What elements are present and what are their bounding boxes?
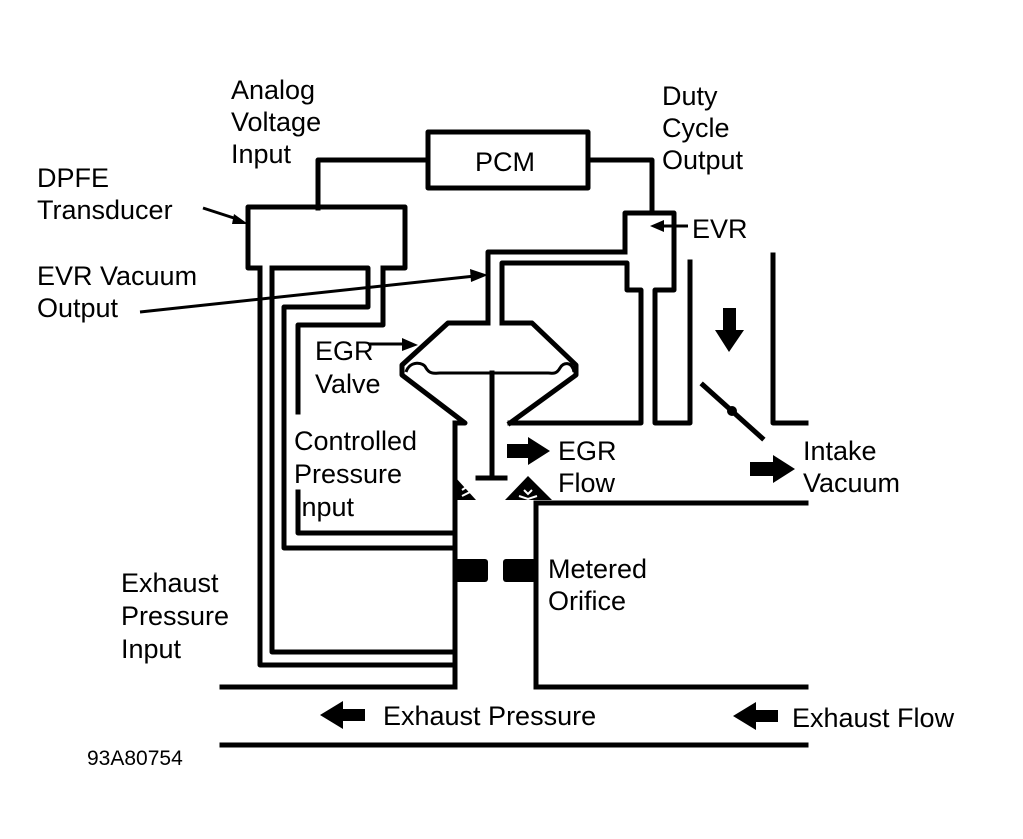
evr-vacuum-label-1: EVR Vacuum xyxy=(37,261,197,291)
controlled-label-1: Controlled xyxy=(294,426,417,456)
exhaust-flow-arrow-icon xyxy=(733,702,778,730)
egr-valve-body-right xyxy=(499,320,579,427)
dpfe-transducer-box xyxy=(245,204,408,271)
pcm-label: PCM xyxy=(475,147,535,177)
controlled-label-3: Input xyxy=(294,492,355,522)
dpfe-label-1: DPFE xyxy=(37,163,109,193)
egr-valve-body xyxy=(399,320,491,426)
egr-flow-arrow-icon xyxy=(507,437,550,465)
evr-vacuum-output-leader xyxy=(139,274,476,314)
intake-throttle-body-right xyxy=(770,252,809,426)
exhaust-input-label-3: Input xyxy=(121,634,182,664)
exhaust-pressure-tube xyxy=(257,265,458,668)
egr-flow-label-1: EGR xyxy=(558,436,617,466)
exhaust-input-label-2: Pressure xyxy=(121,601,229,631)
egr-valve-stem xyxy=(475,370,508,481)
dpfe-loop-tube xyxy=(269,265,458,551)
pcm-to-evr-wire xyxy=(585,157,655,216)
valve-seat-right xyxy=(505,476,552,500)
evr-vacuum-label-2: Output xyxy=(37,293,119,323)
intake-air-down-arrow-icon xyxy=(715,308,744,352)
controlled-pressure-tube-lower xyxy=(295,489,458,536)
evr-vacuum-leader-arrowhead xyxy=(470,269,488,282)
duty-label-1: Duty xyxy=(662,81,718,111)
orifice-label-1: Metered xyxy=(548,554,647,584)
exhaust-pressure-tube-inner xyxy=(269,265,458,655)
duty-label-2: Cycle xyxy=(662,113,730,143)
orifice-label-2: Orifice xyxy=(548,586,626,616)
analog-label-3: Input xyxy=(231,139,292,169)
evr-inner-tube xyxy=(499,260,644,426)
duty-label-3: Output xyxy=(662,145,744,175)
exhaust-flow-label: Exhaust Flow xyxy=(792,703,955,733)
egr-valve-label-2: Valve xyxy=(315,369,381,399)
dpfe-label-2: Transducer xyxy=(37,195,173,225)
intake-label-1: Intake xyxy=(803,436,877,466)
intake-label-2: Vacuum xyxy=(803,468,900,498)
evr-label: EVR xyxy=(692,214,748,244)
intake-vacuum-arrow-icon xyxy=(750,455,795,483)
analog-label-2: Voltage xyxy=(231,107,321,137)
exhaust-input-label-1: Exhaust xyxy=(121,568,219,598)
valve-seat-left xyxy=(456,478,476,500)
controlled-pressure-tube xyxy=(295,265,386,415)
metered-orifice-left xyxy=(455,559,488,582)
pcm-to-dpfe-wire xyxy=(315,157,431,211)
exhaust-pressure-arrow-icon xyxy=(320,701,365,729)
throttle-pivot xyxy=(727,406,737,416)
figure-code: 93A80754 xyxy=(87,747,183,770)
evr-leader-arrowhead xyxy=(650,220,664,232)
controlled-label-2: Pressure xyxy=(294,459,402,489)
metered-orifice-right xyxy=(503,559,536,582)
egr-valve-leader-arrowhead xyxy=(402,338,418,351)
exhaust-pressure-label: Exhaust Pressure xyxy=(383,701,596,731)
egr-flow-label-2: Flow xyxy=(558,468,616,498)
evr-outer-tube xyxy=(485,249,628,326)
evr-box xyxy=(622,210,693,426)
dpfe-leader-arrowhead xyxy=(232,214,248,224)
egr-valve-label-1: EGR xyxy=(315,336,374,366)
analog-label-1: Analog xyxy=(231,75,315,105)
